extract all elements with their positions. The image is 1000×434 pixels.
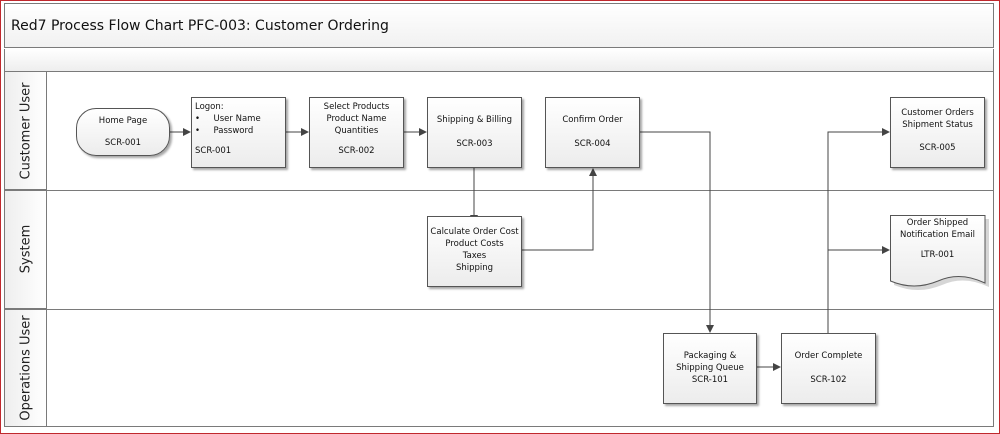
title-bar: Red7 Process Flow Chart PFC-003: Custome… <box>4 3 994 48</box>
subheader-bar <box>4 49 994 72</box>
node-calculate-taxes: Taxes <box>462 251 487 261</box>
node-packaging-shipping-queue: Packaging & Shipping Queue SCR-101 <box>663 333 757 404</box>
node-logon-username: User Name <box>213 114 261 124</box>
node-logon: Logon: • User Name • Password SCR-001 <box>191 97 286 168</box>
lane-divider <box>4 190 994 191</box>
node-confirm-order-label: Confirm Order <box>562 115 623 125</box>
node-logon-bullet-password: • Password <box>195 126 254 136</box>
arrow-confirm-to-packaging <box>640 131 714 333</box>
node-calculate-label: Calculate Order Cost <box>430 227 519 237</box>
node-select-products-label: Select Products <box>323 102 390 112</box>
node-order-complete-code: SCR-102 <box>810 375 847 385</box>
node-calculate-product-costs: Product Costs <box>445 239 504 249</box>
node-email-code: LTR-001 <box>920 250 955 260</box>
node-email-sublabel: Notification Email <box>899 230 976 240</box>
node-select-products-name: Product Name <box>326 114 387 124</box>
lane-divider <box>4 309 994 310</box>
node-customer-orders-status: Shipment Status <box>902 120 973 130</box>
arrow-calculate-to-confirm <box>522 168 597 251</box>
node-shipping-billing-label: Shipping & Billing <box>436 115 513 125</box>
node-confirm-order-code: SCR-004 <box>574 139 611 149</box>
node-shipping-billing-code: SCR-003 <box>456 139 493 149</box>
arrow-complete-to-customer-orders <box>827 128 890 333</box>
lane-header-system: System <box>4 190 47 309</box>
node-packaging-queue: Shipping Queue <box>676 363 744 373</box>
node-logon-title: Logon: <box>195 102 224 112</box>
node-customer-orders: Customer Orders Shipment Status SCR-005 <box>890 97 985 168</box>
node-order-shipped-email: Order Shipped Notification Email LTR-001 <box>890 215 989 293</box>
node-packaging-label: Packaging & <box>683 351 737 361</box>
node-customer-orders-code: SCR-005 <box>919 143 956 153</box>
node-order-complete-label: Order Complete <box>794 351 863 361</box>
node-select-products-code: SCR-002 <box>338 146 375 156</box>
node-select-products: Select Products Product Name Quantities … <box>309 97 404 168</box>
node-shipping-billing: Shipping & Billing SCR-003 <box>427 97 522 168</box>
document-shape-icon <box>890 215 989 290</box>
node-select-products-quantities: Quantities <box>334 126 379 136</box>
node-calculate-shipping: Shipping <box>455 263 494 273</box>
node-customer-orders-label: Customer Orders <box>901 108 974 118</box>
node-home-page-label: Home Page <box>98 116 148 126</box>
node-email-label: Order Shipped <box>906 218 969 228</box>
node-order-complete: Order Complete SCR-102 <box>781 333 876 404</box>
node-confirm-order: Confirm Order SCR-004 <box>545 97 640 168</box>
node-home-page: Home Page SCR-001 <box>76 108 170 156</box>
node-logon-password: Password <box>213 126 254 136</box>
page-title: Red7 Process Flow Chart PFC-003: Custome… <box>11 18 389 34</box>
lane-header-operations-user: Operations User <box>4 309 47 427</box>
node-packaging-code: SCR-101 <box>691 375 729 385</box>
lane-header-customer-user: Customer User <box>4 72 47 190</box>
node-calculate-order-cost: Calculate Order Cost Product Costs Taxes… <box>427 216 522 287</box>
node-logon-bullet-username: • User Name <box>195 114 261 124</box>
node-logon-code: SCR-001 <box>195 146 232 156</box>
node-home-page-code: SCR-001 <box>104 138 142 148</box>
